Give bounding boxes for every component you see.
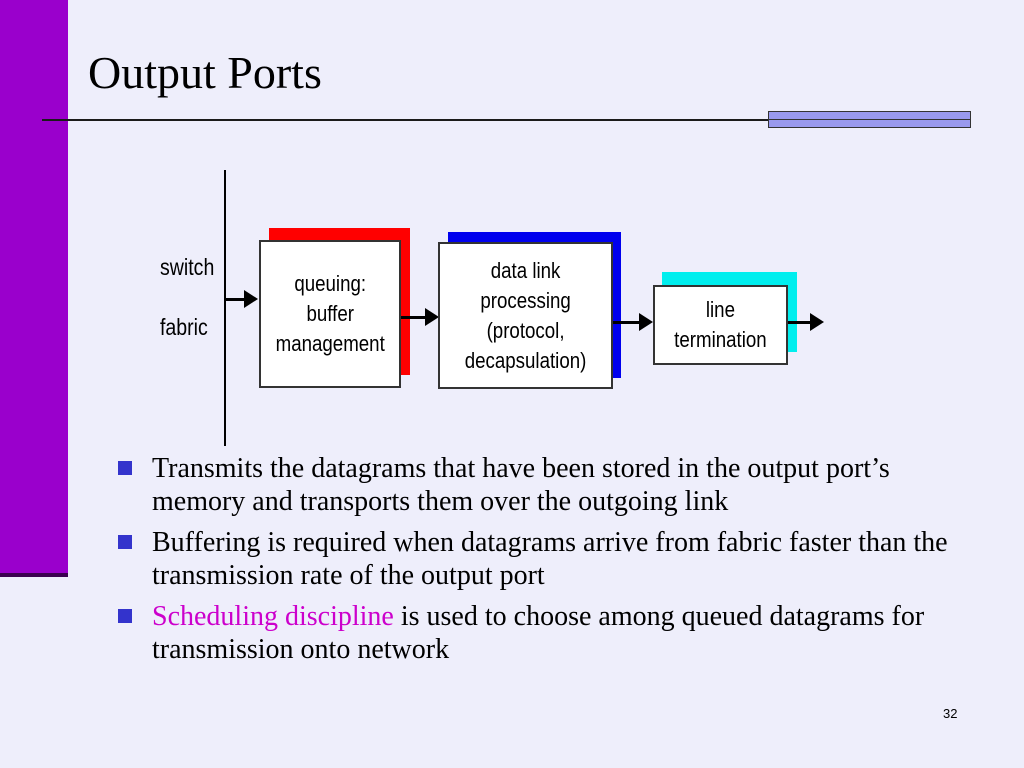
bullet-highlight: Scheduling discipline xyxy=(152,601,394,632)
queuing-box: queuing: buffer management xyxy=(259,240,401,388)
arrow-queue-to-datalink xyxy=(401,316,427,319)
bullet-square-icon xyxy=(118,461,132,475)
datalink-box-shadow xyxy=(448,232,621,378)
arrow-fabric-to-queue xyxy=(226,298,246,301)
line-termination-box: line termination xyxy=(653,285,788,365)
bullet-item: Transmits the datagrams that have been s… xyxy=(110,452,950,518)
bullet-text: Transmits the datagrams that have been s… xyxy=(152,453,890,517)
datalink-box: data link processing (protocol, decapsul… xyxy=(438,242,613,389)
datalink-box-label: data link processing (protocol, decapsul… xyxy=(464,257,587,373)
left-accent-bar-shadow xyxy=(0,573,68,577)
arrow-head-icon xyxy=(425,308,439,326)
arrow-head-icon xyxy=(639,313,653,331)
slide-number: 32 xyxy=(943,706,958,721)
arrow-head-icon xyxy=(244,290,258,308)
arrow-output xyxy=(788,321,812,324)
arrow-datalink-to-line xyxy=(613,321,641,324)
title-decoration-block xyxy=(768,111,971,128)
switch-label: switch xyxy=(160,254,215,280)
bullet-item: Scheduling discipline is used to choose … xyxy=(110,600,950,666)
bullet-text: Buffering is required when datagrams arr… xyxy=(152,527,948,591)
bullet-item: Buffering is required when datagrams arr… xyxy=(110,526,950,592)
left-accent-bar xyxy=(0,0,68,576)
bullet-square-icon xyxy=(118,609,132,623)
bullet-text: is used to choose among queued datagrams… xyxy=(152,601,925,665)
queuing-box-label: queuing: buffer management xyxy=(275,271,385,356)
line-termination-box-shadow xyxy=(662,272,797,352)
bullet-list: Transmits the datagrams that have been s… xyxy=(110,452,950,674)
switch-fabric-line xyxy=(224,170,226,446)
line-termination-box-label: line termination xyxy=(674,297,767,352)
fabric-label: fabric xyxy=(160,314,208,340)
arrow-head-icon xyxy=(810,313,824,331)
queue-box-shadow xyxy=(269,228,410,375)
slide-title: Output Ports xyxy=(88,47,322,98)
title-divider xyxy=(42,119,770,121)
bullet-square-icon xyxy=(118,535,132,549)
